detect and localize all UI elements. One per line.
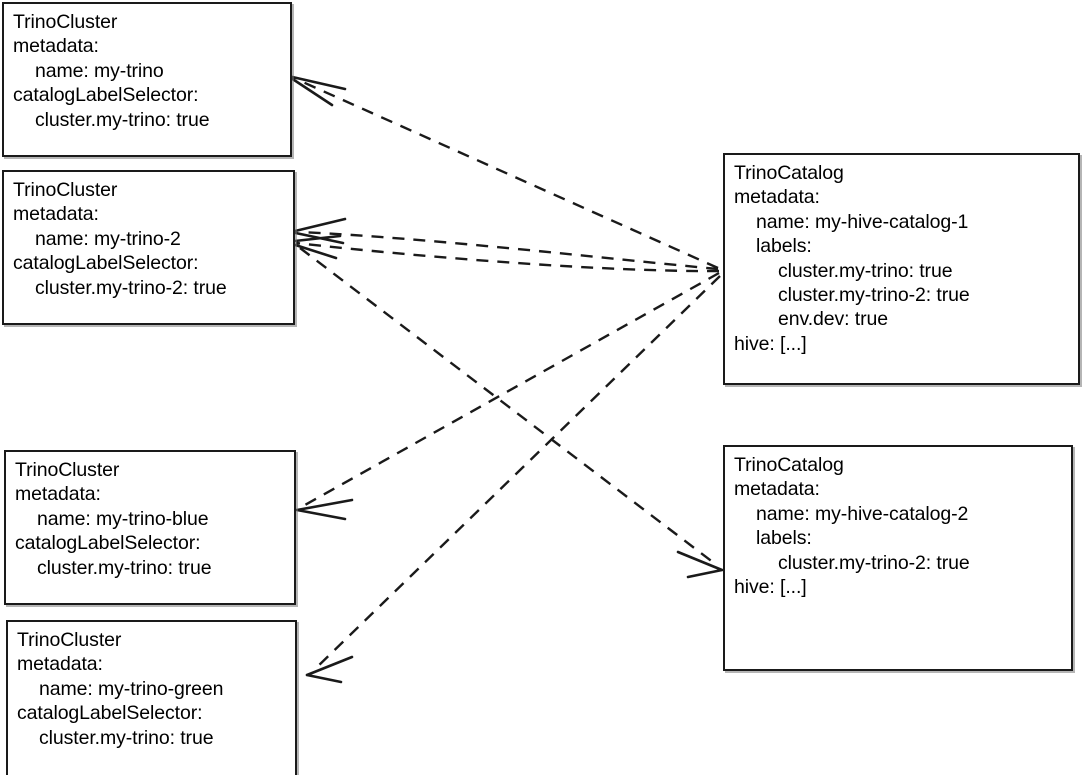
edge-catalog1-to-my-trino	[286, 74, 719, 270]
resource-line: TrinoCluster	[15, 459, 120, 481]
resource-line: name: my-trino-green	[39, 677, 224, 700]
resource-line: name: my-trino-blue	[37, 507, 209, 530]
resource-line: TrinoCluster	[13, 11, 118, 33]
resource-line: cluster.my-trino: true	[37, 556, 212, 579]
resource-line: labels:	[756, 235, 812, 258]
resource-line: cluster.my-trino-2: true	[778, 284, 970, 307]
resource-line: metadata:	[734, 186, 820, 209]
edge-catalog1-to-my-trino-2	[289, 217, 719, 271]
resource-line: TrinoCluster	[13, 179, 118, 201]
resource-line: name: my-trino	[35, 59, 164, 82]
resource-line: TrinoCatalog	[734, 162, 844, 184]
edge-catalog1-to-my-trino-blue	[295, 271, 720, 521]
trinocluster-box-my-trino-2[interactable]: TrinoCluster metadata: name: my-trino-2 …	[2, 170, 295, 325]
resource-line: labels:	[756, 527, 812, 550]
resource-line: name: my-trino-2	[35, 227, 181, 250]
edge-my-trino-2-to-catalog2	[299, 247, 724, 579]
trinocluster-box-my-trino-green[interactable]: TrinoCluster metadata: name: my-trino-gr…	[6, 620, 297, 775]
trinocluster-box-my-trino-blue[interactable]: TrinoCluster metadata: name: my-trino-bl…	[4, 450, 296, 605]
resource-line: cluster.my-trino: true	[39, 726, 214, 749]
resource-line: cluster.my-trino: true	[35, 108, 210, 131]
resource-line: name: my-hive-catalog-1	[756, 210, 969, 233]
resource-line: metadata:	[734, 478, 820, 501]
resource-line: env.dev: true	[778, 308, 888, 331]
resource-line: catalogLabelSelector:	[13, 252, 199, 275]
trinocatalog-box-my-hive-catalog-2[interactable]: TrinoCatalog metadata: name: my-hive-cat…	[723, 445, 1073, 671]
resource-line: cluster.my-trino: true	[778, 259, 953, 282]
resource-line: name: my-hive-catalog-2	[756, 502, 969, 525]
resource-line: catalogLabelSelector:	[15, 532, 201, 555]
resource-line: metadata:	[17, 653, 103, 676]
resource-line: metadata:	[13, 203, 99, 226]
resource-line: hive: [...]	[734, 576, 807, 599]
resource-line: cluster.my-trino-2: true	[778, 551, 970, 574]
resource-line: metadata:	[13, 35, 99, 58]
trinocatalog-box-my-hive-catalog-1[interactable]: TrinoCatalog metadata: name: my-hive-cat…	[723, 153, 1080, 385]
resource-line: cluster.my-trino-2: true	[35, 276, 227, 299]
trinocluster-box-my-trino[interactable]: TrinoCluster metadata: name: my-trino ca…	[2, 2, 292, 157]
edge-catalog1-to-my-trino-green	[305, 275, 721, 684]
resource-line: TrinoCluster	[17, 629, 122, 651]
resource-line: metadata:	[15, 483, 101, 506]
resource-line: TrinoCatalog	[734, 454, 844, 476]
edge-catalog1-to-my-trino-2-alt	[284, 234, 720, 273]
resource-line: catalogLabelSelector:	[13, 84, 199, 107]
resource-line: catalogLabelSelector:	[17, 702, 203, 725]
resource-line: hive: [...]	[734, 332, 807, 355]
